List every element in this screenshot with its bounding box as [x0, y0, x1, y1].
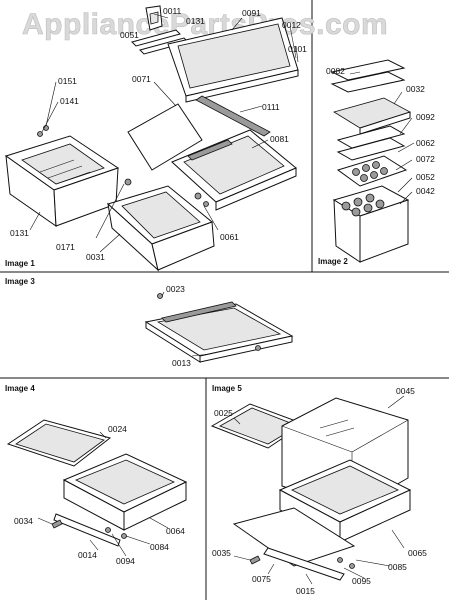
panel-label: Image 1	[5, 259, 35, 268]
callout: 0045	[396, 386, 415, 396]
callout: 0064	[166, 526, 185, 536]
callout: 0084	[150, 542, 169, 552]
panel-label: Image 5	[212, 384, 242, 393]
callout: 0062	[416, 138, 435, 148]
callout: 0013	[172, 358, 191, 368]
callout: 0092	[416, 112, 435, 122]
image-2-callouts: 0082 0032 0092 0062 0072 0052 0042 Image…	[318, 66, 435, 266]
callout: 0095	[352, 576, 371, 586]
callout: 0151	[58, 76, 77, 86]
callout: 0082	[326, 66, 345, 76]
callout: 0101	[288, 44, 307, 54]
callout: 0042	[416, 186, 435, 196]
callout: 0085	[388, 562, 407, 572]
callout: 0032	[406, 84, 425, 94]
callout: 0081	[270, 134, 289, 144]
callout: 0072	[416, 154, 435, 164]
callout: 0034	[14, 516, 33, 526]
image-5-callouts: Image 5 0025 0045 0035 0075 0015 0095 00…	[212, 384, 427, 596]
image-1-callouts: 0011 0131 0051 0091 0012 0101 0151 0141 …	[5, 6, 307, 268]
callout: 0035	[212, 548, 231, 558]
panel-label: Image 2	[318, 257, 348, 266]
callout: 0024	[108, 424, 127, 434]
callout: 0071	[132, 74, 151, 84]
callout: 0094	[116, 556, 135, 566]
image-4-callouts: Image 4 0024 0034 0014 0094 0084 0064	[5, 384, 185, 566]
callout: 0131	[186, 16, 205, 26]
image-3-callouts: Image 3 0023 0013	[5, 277, 191, 368]
callout: 0141	[60, 96, 79, 106]
callout: 0031	[86, 252, 105, 262]
callout: 0014	[78, 550, 97, 560]
callout: 0065	[408, 548, 427, 558]
panel-label: Image 4	[5, 384, 35, 393]
callout: 0025	[214, 408, 233, 418]
callout: 0012	[282, 20, 301, 30]
image-5-drawing	[210, 395, 412, 585]
callout: 0061	[220, 232, 239, 242]
callout: 0015	[296, 586, 315, 596]
callout: 0011	[163, 6, 182, 16]
callout: 0023	[166, 284, 185, 294]
callout: 0052	[416, 172, 435, 182]
callout: 0131	[10, 228, 29, 238]
callout: 0075	[252, 574, 271, 584]
callout: 0171	[56, 242, 75, 252]
callout: 0091	[242, 8, 261, 18]
image-1-drawing	[4, 5, 299, 272]
image-2-drawing	[330, 59, 415, 263]
callout: 0111	[262, 102, 280, 112]
image-4-drawing	[6, 419, 188, 557]
callout: 0051	[120, 30, 139, 40]
image-3-drawing	[144, 291, 294, 363]
panel-label: Image 3	[5, 277, 35, 286]
